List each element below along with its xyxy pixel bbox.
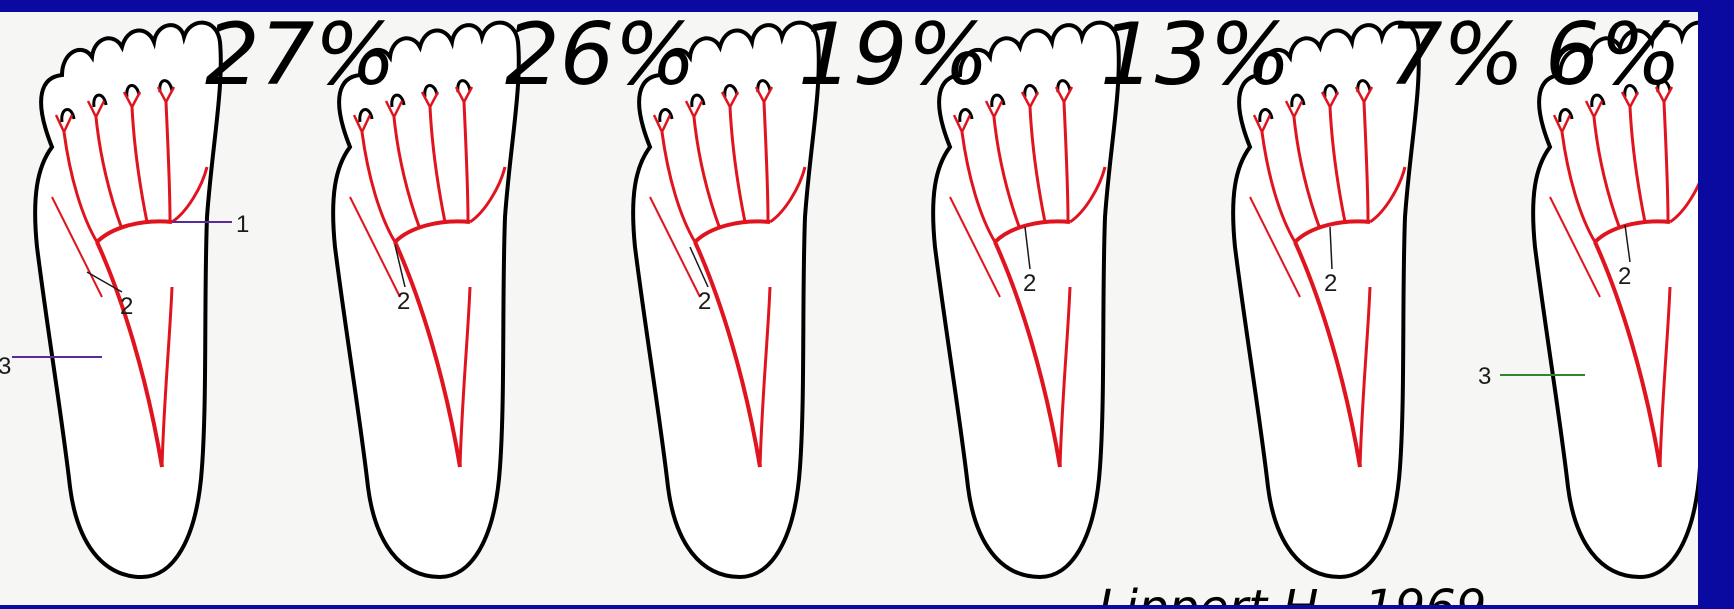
- percent-label-1: 27%: [205, 12, 396, 98]
- label-3-foot6: 3: [1478, 363, 1491, 390]
- label-2-foot5: 2: [1324, 270, 1337, 297]
- label-2-foot1: 2: [120, 293, 133, 320]
- foot-variant-6: [1500, 23, 1698, 577]
- percent-label-6: 6%: [1545, 12, 1681, 98]
- label-2-foot6: 2: [1618, 263, 1631, 290]
- label-2-foot4: 2: [1023, 270, 1036, 297]
- percent-label-3: 19%: [798, 12, 989, 98]
- foot-variant-4: [933, 23, 1119, 577]
- label-3-foot1: 3: [0, 353, 11, 380]
- foot-variant-5: [1233, 23, 1419, 577]
- foot-variant-3: [633, 23, 819, 577]
- percent-label-5: 7%: [1388, 12, 1524, 98]
- label-1: 1: [236, 211, 249, 238]
- percent-label-2: 26%: [505, 12, 696, 98]
- foot-variant-2: [333, 23, 519, 577]
- illustration-panel: 1 2 3 2 2 2 2 2 3 27% 26% 19% 13% 7% 6% …: [0, 12, 1698, 605]
- percent-label-4: 13%: [1100, 12, 1291, 98]
- citation-caption: Lippert H., 1969: [1098, 584, 1486, 605]
- label-2-foot3: 2: [698, 288, 711, 315]
- label-2-foot2: 2: [397, 288, 410, 315]
